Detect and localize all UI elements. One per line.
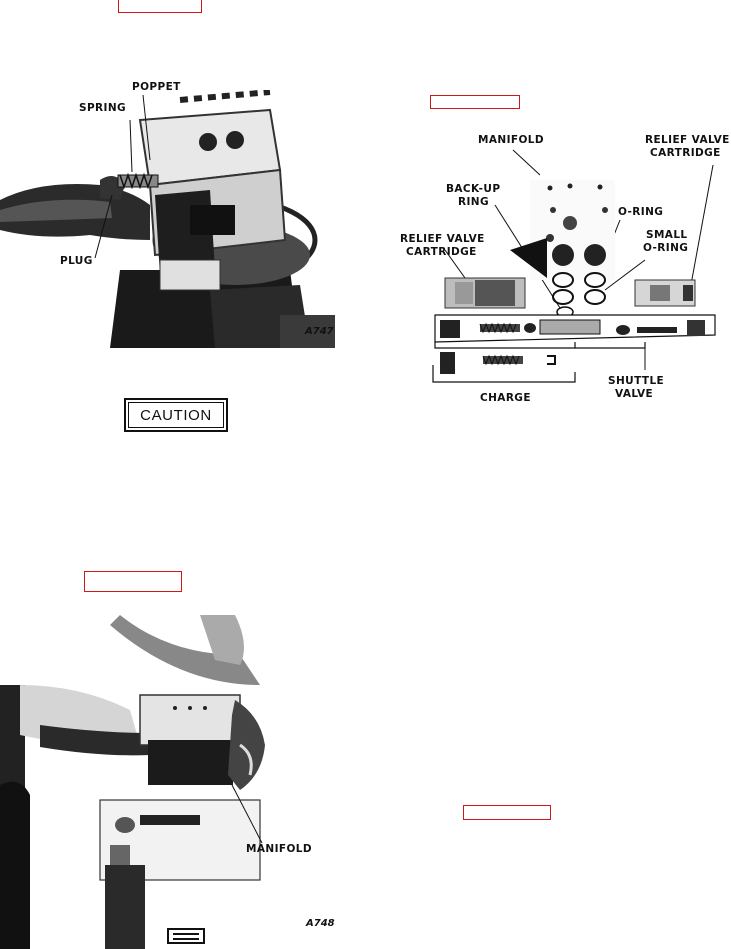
figure1-label-spring: SPRING [79,102,127,114]
figure2-label-shuttle-valve-2: VALVE [615,388,654,400]
figure2-label-manifold: MANIFOLD [478,134,544,146]
redacted-box-bottom-right [463,805,551,820]
figure2-label-relief-valve-left-2: CARTRIDGE [406,246,477,258]
figure2-photo [395,120,731,410]
figure3-label-manifold: MANIFOLD [246,843,312,855]
figure2-label-relief-valve-right-1: RELIEF VALVE [645,134,730,146]
figure2-label-small-o-ring-1: SMALL [646,229,688,241]
redacted-box-top [118,0,202,13]
figure2-label-shuttle-valve-1: SHUTTLE [608,375,665,387]
redacted-box-figure3 [84,571,182,592]
redacted-box-figure2 [430,95,520,109]
figure2-label-back-up-ring-1: BACK-UP [446,183,501,195]
figure2-label-relief-valve-right-2: CARTRIDGE [650,147,721,159]
caution-label: CAUTION [124,398,228,432]
figure1-label-poppet: POPPET [132,81,181,93]
figure2-label-charge: CHARGE [480,392,531,404]
figure2-label-o-ring: O-RING [618,206,664,218]
figure1-photo [0,90,335,348]
figure3-photo [0,615,335,949]
figure2-label-back-up-ring-2: RING [458,196,489,208]
figure2-label-relief-valve-left-1: RELIEF VALVE [400,233,485,245]
figure1-label-plug: PLUG [60,255,93,267]
figure2-label-small-o-ring-2: O-RING [643,242,689,254]
figure1-number: A747 [305,326,334,337]
figure3-number: A748 [306,918,335,929]
